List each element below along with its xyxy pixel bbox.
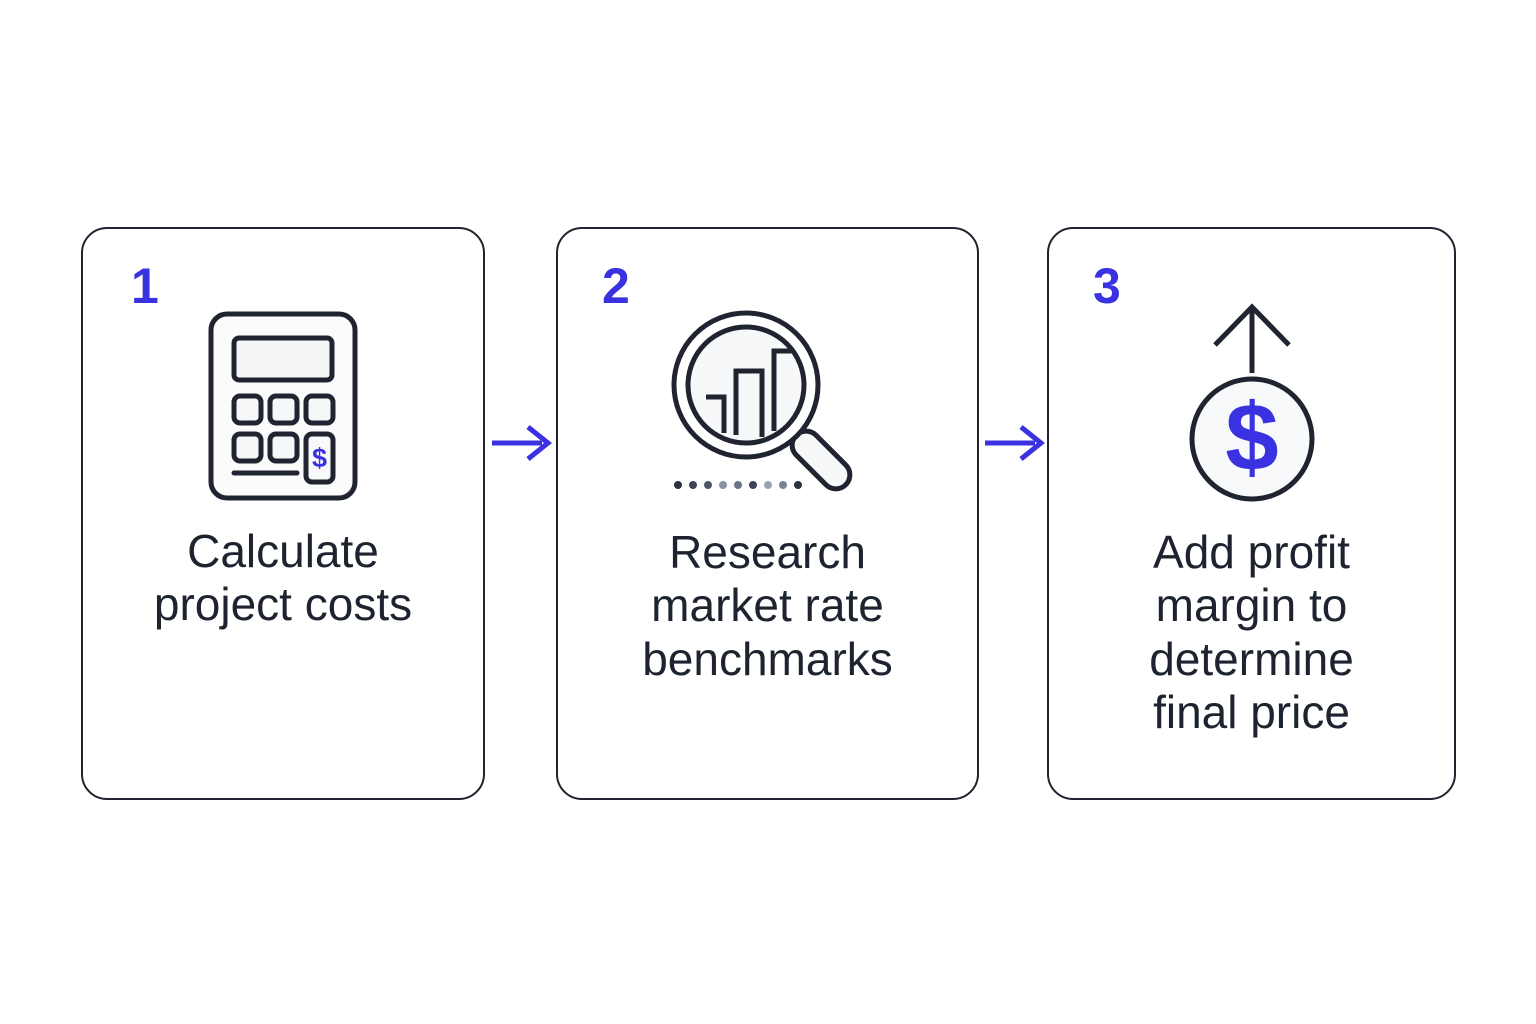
- magnifying-glass-bar-chart-icon: [671, 310, 852, 492]
- step-label-2: Research market rate benchmarks: [642, 526, 893, 685]
- coin-icon: [1189, 376, 1314, 501]
- calculator-dollar-key-icon: [303, 431, 336, 485]
- step-icon-2: [558, 277, 977, 527]
- up-arrow-icon: [1212, 302, 1291, 373]
- calculator-icon: $: [208, 311, 358, 501]
- connector-arrow-1: [490, 423, 562, 463]
- dollar-coin-up-arrow-icon: $: [1189, 302, 1314, 501]
- arrow-right-icon: [492, 425, 553, 461]
- dollar-symbol-icon: $: [1225, 384, 1278, 491]
- arrow-right-icon: [985, 425, 1046, 461]
- calculator-display-icon: [231, 335, 335, 383]
- step-label-3: Add profit margin to determine final pri…: [1149, 526, 1354, 739]
- svg-text:$: $: [312, 443, 327, 473]
- step-card-2[interactable]: 2: [556, 227, 979, 800]
- step-number-3: 3: [1093, 258, 1121, 314]
- step-card-3[interactable]: 3 $ Add profit margin to determine final…: [1047, 227, 1456, 800]
- step-number-2: 2: [602, 258, 630, 314]
- dotted-rule-icon: [673, 481, 802, 489]
- step-number-1: 1: [131, 258, 159, 314]
- step-icon-1: $: [83, 301, 483, 511]
- step-label-1: Calculate project costs: [153, 525, 413, 631]
- step-card-1[interactable]: 1 $ Calculate project costs: [81, 227, 485, 800]
- step-icon-3: $: [1049, 277, 1454, 527]
- connector-arrow-2: [983, 423, 1055, 463]
